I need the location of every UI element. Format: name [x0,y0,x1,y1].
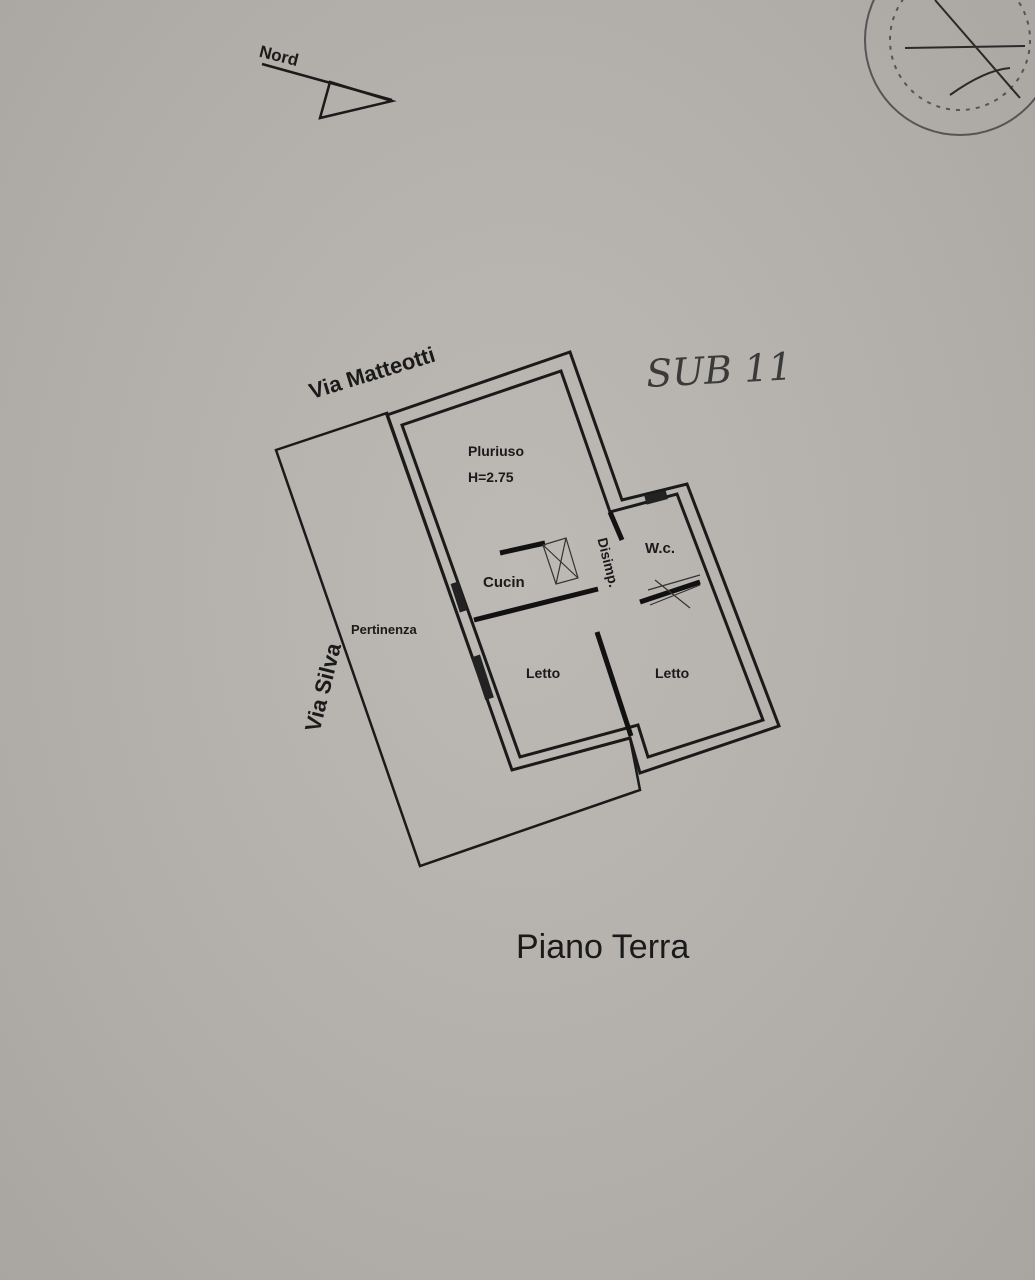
floor-title: Piano Terra [516,928,690,966]
building-inner-wall [400,369,765,759]
building-outer-wall [385,350,781,775]
handwritten-sub-annotation: SUB 11 [645,344,794,396]
pertinenza-outline [274,411,642,868]
room-label-pluriuso: Pluriuso [468,443,525,459]
north-arrow-icon [261,62,397,120]
windows [450,490,668,701]
stamp-icon [864,0,1035,136]
room-label-wc: W.c. [645,540,676,557]
room-label-cucina: Cucin [483,574,525,591]
room-label-pertinenza: Pertinenza [351,622,417,637]
room-label-letto-1: Letto [526,665,561,681]
stairs-icon [542,537,701,609]
room-label-letto-2: Letto [655,665,690,681]
room-height-label: H=2.75 [468,469,514,485]
